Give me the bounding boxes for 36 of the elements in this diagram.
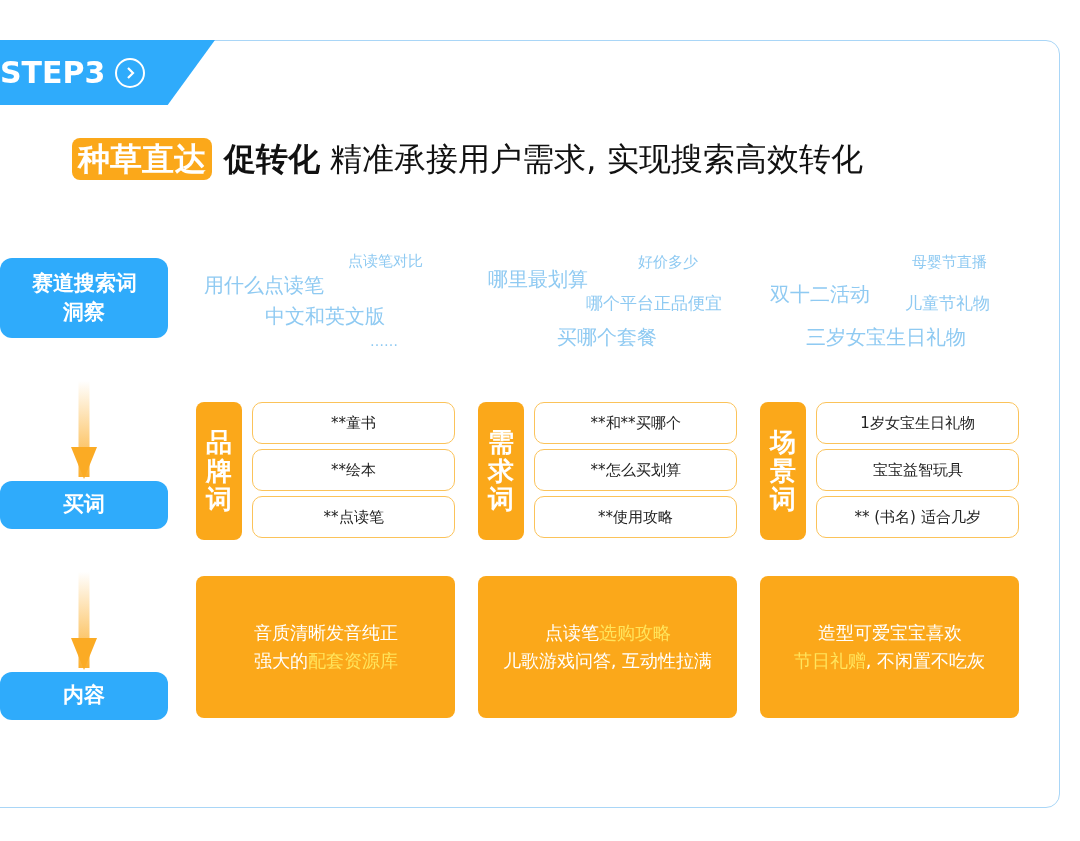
search-keyword: 用什么点读笔	[204, 272, 324, 299]
stage-box: 内容	[0, 672, 168, 720]
search-keyword: 儿童节礼物	[905, 292, 990, 315]
keyword-box: **和**买哪个	[534, 402, 737, 444]
keyword-box: **怎么买划算	[534, 449, 737, 491]
search-keyword: 点读笔对比	[348, 252, 423, 271]
search-keyword: 母婴节直播	[912, 253, 987, 272]
heading: 种草直达 促转化 精准承接用户需求, 实现搜索高效转化	[72, 138, 863, 182]
content-text: 音质清晰发音纯正	[253, 621, 398, 645]
content-text: 强大的配套资源库	[253, 649, 398, 673]
search-keyword: 三岁女宝生日礼物	[806, 324, 966, 351]
content-text: 造型可爱宝宝喜欢	[817, 621, 962, 645]
search-keyword: 双十二活动	[770, 281, 870, 308]
category-tag: 品牌词	[196, 402, 242, 540]
content-text: 点读笔选购攻略	[544, 621, 671, 645]
keyword-box: **点读笔	[252, 496, 455, 538]
category-tag: 场景词	[760, 402, 806, 540]
content-text: 儿歌游戏问答, 互动性拉满	[502, 649, 713, 673]
search-keyword: 哪里最划算	[488, 266, 588, 293]
keyword-box: **绘本	[252, 449, 455, 491]
keyword-box: 宝宝益智玩具	[816, 449, 1019, 491]
search-keyword: 好价多少	[638, 253, 698, 272]
content-text: 节日礼赠, 不闲置不吃灰	[793, 649, 986, 673]
step-label: STEP3	[0, 55, 106, 90]
step-tab	[0, 40, 215, 105]
stage-box: 买词	[0, 481, 168, 529]
category-tag: 需求词	[478, 402, 524, 540]
search-keyword: 买哪个套餐	[557, 324, 657, 351]
search-keyword: ……	[370, 333, 398, 349]
keyword-box: **使用攻略	[534, 496, 737, 538]
search-keyword: 哪个平台正品便宜	[586, 292, 722, 315]
keyword-box: ** (书名) 适合几岁	[816, 496, 1019, 538]
search-keyword: 中文和英文版	[265, 303, 385, 330]
stage-box: 赛道搜索词洞察	[0, 258, 168, 338]
keyword-box: 1岁女宝生日礼物	[816, 402, 1019, 444]
keyword-box: **童书	[252, 402, 455, 444]
